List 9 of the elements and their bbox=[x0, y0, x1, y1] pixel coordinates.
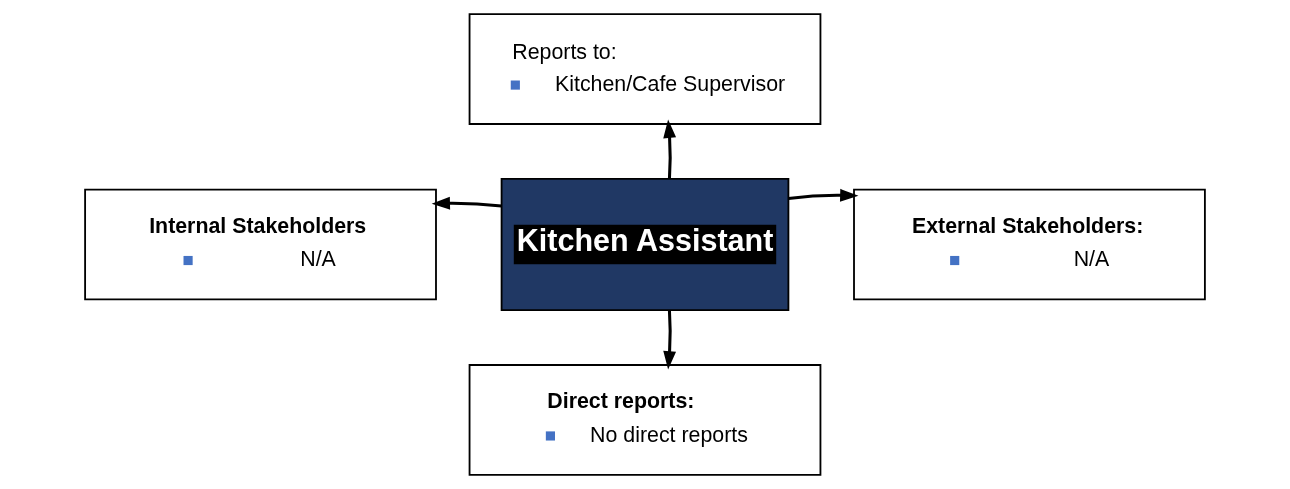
node-box: Reports to: Kitchen/Cafe Supervisor bbox=[468, 13, 822, 125]
arrow bbox=[431, 196, 502, 210]
arrow bbox=[663, 119, 677, 179]
node-box: Direct reports: No direct reports bbox=[468, 364, 822, 476]
node-box: Internal Stakeholders N/A bbox=[84, 188, 437, 301]
node-box: External Stakeholders: N/A bbox=[853, 188, 1206, 301]
arrow bbox=[663, 310, 677, 370]
arrow bbox=[788, 188, 859, 202]
node-box: Kitchen Assistant bbox=[500, 178, 790, 311]
